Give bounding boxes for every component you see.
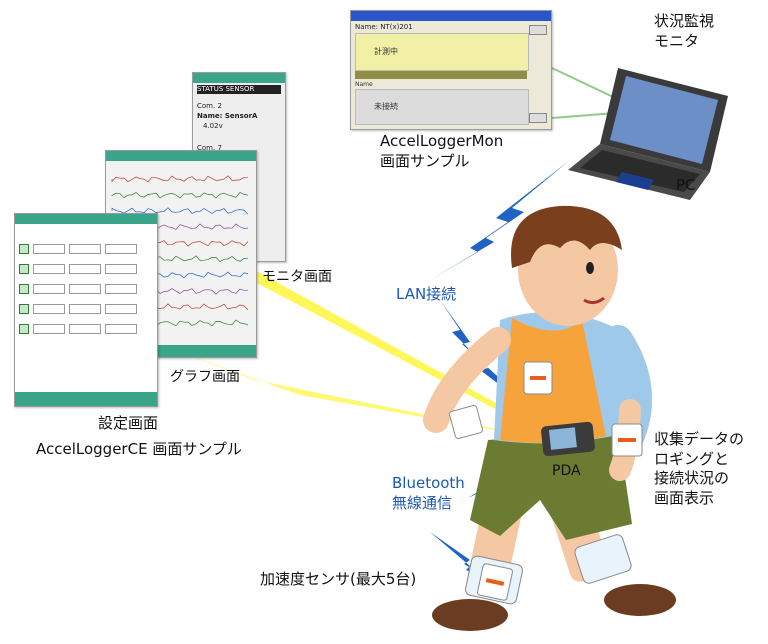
label-mon-sample: AccelLoggerMon 画面サンプル [380, 132, 504, 170]
label-pc: PC [676, 176, 696, 194]
settings-field[interactable] [33, 244, 65, 254]
label-bluetooth: Bluetooth 無線通信 [392, 474, 465, 512]
label-collect: 収集データの ロギングと 接続状況の 画面表示 [654, 430, 745, 507]
settings-field[interactable] [69, 324, 101, 334]
settings-field[interactable] [105, 304, 137, 314]
mon-state-top: 計測中 [374, 47, 398, 56]
settings-row [19, 304, 153, 314]
mon-olive-bar [355, 71, 527, 79]
settings-field[interactable] [105, 284, 137, 294]
graph-trace [111, 207, 249, 215]
settings-screen-screenshot [14, 213, 158, 407]
settings-field[interactable] [33, 264, 65, 274]
settings-checkbox[interactable] [19, 264, 29, 274]
mon-status-panel: 計測中 [355, 33, 529, 71]
settings-field[interactable] [69, 244, 101, 254]
settings-rows [19, 244, 153, 344]
monitor-row-name: Name: SensorA [197, 112, 258, 120]
monitor-row-com: Com. 2 [197, 102, 222, 110]
settings-row [19, 264, 153, 274]
mon-window-titlebar [351, 11, 551, 21]
settings-row [19, 324, 153, 334]
mon-ok-button[interactable] [529, 113, 547, 123]
settings-field[interactable] [69, 284, 101, 294]
settings-checkbox[interactable] [19, 324, 29, 334]
mon-state-bottom: 未接続 [374, 102, 398, 111]
beam-light [222, 252, 550, 438]
label-lan: LAN接続 [396, 285, 457, 303]
label-status-monitor: 状況監視 モニタ [654, 12, 715, 50]
label-settings-screen: 設定画面 [98, 414, 159, 432]
label-pda: PDA [552, 463, 581, 479]
settings-row [19, 244, 153, 254]
monitor-screen-titlebar [193, 73, 285, 83]
settings-field[interactable] [33, 324, 65, 334]
settings-row [19, 284, 153, 294]
graph-screen-titlebar [106, 151, 256, 161]
monitor-row-com: Com. 7 [197, 144, 222, 152]
mon-window-screenshot: Name: NT(x)201 計測中 Name 未接続 [350, 10, 552, 130]
settings-field[interactable] [69, 264, 101, 274]
settings-field[interactable] [33, 284, 65, 294]
settings-field[interactable] [105, 324, 137, 334]
mon-section-label: Name [355, 81, 373, 88]
settings-field[interactable] [105, 244, 137, 254]
label-sensor: 加速度センサ(最大5台) [260, 570, 417, 588]
label-ce-sample: AccelLoggerCE 画面サンプル [36, 440, 242, 458]
graph-trace [111, 175, 248, 183]
settings-field[interactable] [105, 264, 137, 274]
settings-checkbox[interactable] [19, 244, 29, 254]
person-figure [423, 205, 676, 631]
monitor-row-value: 4.02v [203, 122, 223, 130]
monitor-row: Com. 2 Name: SensorA 4.02v [197, 101, 281, 131]
mon-button[interactable] [529, 25, 547, 35]
settings-screen-titlebar [15, 214, 157, 224]
label-graph-screen: グラフ画面 [170, 369, 240, 385]
laptop-pc-icon [568, 68, 728, 200]
settings-field[interactable] [69, 304, 101, 314]
graph-trace [111, 191, 249, 199]
label-monitor-screen: モニタ画面 [262, 269, 332, 285]
settings-checkbox[interactable] [19, 304, 29, 314]
settings-screen-footer [15, 392, 157, 406]
mon-status-panel-lower: 未接続 [355, 89, 529, 125]
settings-checkbox[interactable] [19, 284, 29, 294]
mon-device-name: Name: NT(x)201 [355, 23, 413, 31]
settings-field[interactable] [33, 304, 65, 314]
monitor-header: STATUS SENSOR [197, 85, 281, 94]
bluetooth-bolt-icon-lower [430, 532, 504, 588]
